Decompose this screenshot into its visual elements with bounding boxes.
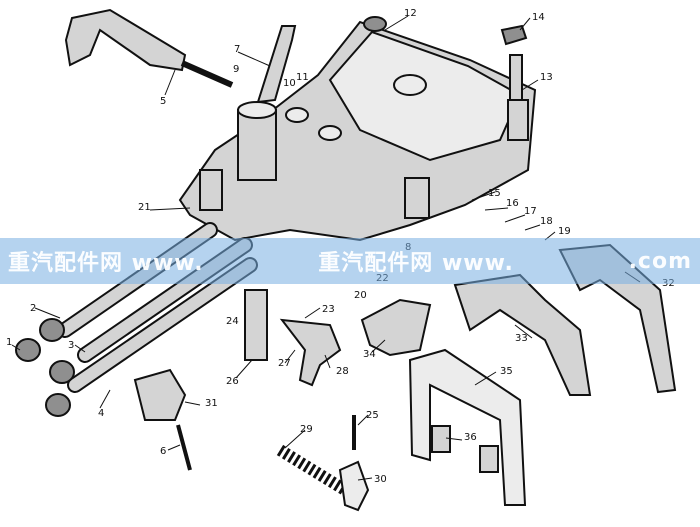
part-label-33: 33 (515, 333, 528, 344)
housing-boss-right (404, 177, 430, 219)
part-label-25: 25 (366, 410, 379, 421)
part-label-11: 11 (296, 72, 309, 83)
part-label-17: 17 (524, 206, 537, 217)
part-label-23: 23 (322, 304, 335, 315)
housing-hole-left (285, 107, 309, 123)
spring-bracket (338, 460, 370, 512)
housing-hole (393, 74, 427, 96)
part-label-15: 15 (488, 188, 501, 199)
part-label-6: 6 (160, 446, 166, 457)
spring (276, 444, 349, 496)
part-label-36: 36 (464, 432, 477, 443)
rail-end-cap-4 (39, 318, 65, 342)
part-label-12: 12 (404, 8, 417, 19)
part-label-16: 16 (506, 198, 519, 209)
part-label-14: 14 (532, 12, 545, 23)
part-label-7: 7 (234, 44, 240, 55)
part-label-18: 18 (540, 216, 553, 227)
part-label-13: 13 (540, 72, 553, 83)
shift-cylinder-top (237, 101, 277, 119)
leader-lines (11, 15, 641, 481)
housing-hole-mid (318, 125, 342, 141)
part-label-1: 1 (6, 337, 12, 348)
dowel-pin (176, 424, 192, 471)
part-label-22: 22 (376, 273, 389, 284)
part-label-28: 28 (336, 366, 349, 377)
part-label-2: 2 (30, 303, 36, 314)
housing-boss (363, 16, 387, 32)
part-label-10: 10 (283, 78, 296, 89)
part-label-29: 29 (300, 424, 313, 435)
shift-fork-33 (453, 273, 592, 396)
part-label-35: 35 (500, 366, 513, 377)
part-label-27: 27 (278, 358, 291, 369)
shift-block (133, 368, 187, 421)
selector-shaft (244, 289, 268, 361)
part-label-19: 19 (558, 226, 571, 237)
part-label-24: 24 (226, 316, 239, 327)
rail-end-cap-2 (49, 360, 75, 384)
part-label-30: 30 (374, 474, 387, 485)
lever-shaft (180, 60, 234, 88)
part-label-8: 8 (405, 242, 411, 253)
interlock-frame (408, 348, 527, 506)
part-label-9: 9 (233, 64, 239, 75)
part-label-26: 26 (226, 376, 239, 387)
shift-lever (64, 8, 187, 72)
clip-right (479, 445, 499, 473)
part-label-34: 34 (363, 349, 376, 360)
part-label-5: 5 (160, 96, 166, 107)
shift-rail-lower-fill (69, 259, 256, 391)
shift-arm (256, 25, 297, 104)
housing-boss-left (199, 169, 223, 211)
part-label-3: 3 (68, 340, 74, 351)
stud-base (507, 99, 529, 141)
part-label-4: 4 (98, 408, 104, 419)
rail-end-cap-3 (45, 393, 71, 417)
part-label-20: 20 (354, 290, 367, 301)
part-label-32: 32 (662, 278, 675, 289)
part-label-21: 21 (138, 202, 151, 213)
shift-fork-34 (360, 298, 432, 357)
clip-left (431, 425, 451, 453)
selector-lever (279, 318, 342, 387)
part-label-31: 31 (205, 398, 218, 409)
rail-end-cap-1 (15, 338, 41, 362)
nut (500, 24, 528, 46)
shift-cylinder (237, 109, 277, 181)
